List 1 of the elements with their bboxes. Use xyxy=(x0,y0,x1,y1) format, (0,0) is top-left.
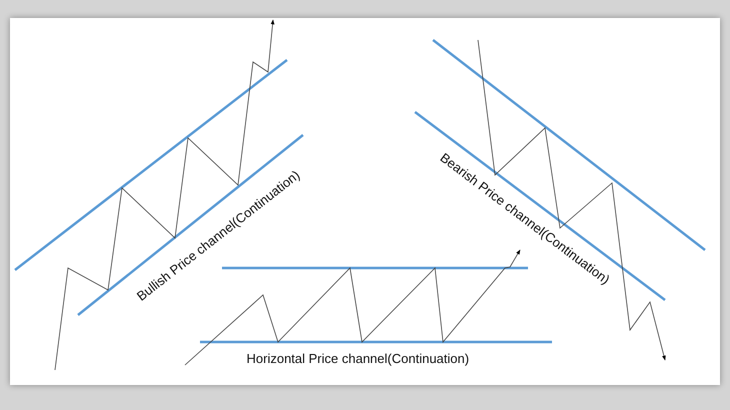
channel-label: Horizontal Price channel(Continuation) xyxy=(246,350,470,366)
